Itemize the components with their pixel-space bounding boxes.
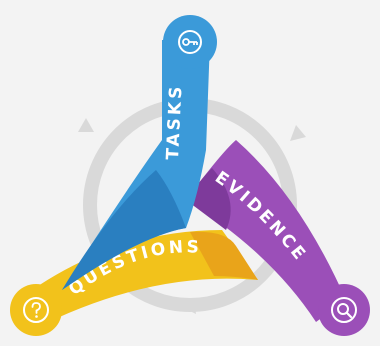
questions-band	[32, 230, 258, 330]
evidence-cap	[318, 284, 370, 336]
tasks-band-shade	[62, 170, 186, 290]
evidence-arm[interactable]: EVIDENCE	[186, 140, 370, 336]
questions-band-shade	[190, 231, 258, 280]
ring-arrow-icon	[78, 118, 94, 132]
tasks-label: TASKS	[163, 83, 187, 160]
magnifier-icon[interactable]	[331, 297, 357, 323]
evidence-band	[186, 140, 346, 322]
ring-arrow-icon	[290, 125, 306, 141]
question-icon[interactable]	[23, 297, 49, 323]
evidence-band-shade	[186, 168, 231, 230]
key-icon[interactable]	[178, 30, 202, 54]
ring-arrow-icon	[180, 298, 196, 314]
tasks-arm[interactable]: TASKS	[62, 15, 217, 290]
